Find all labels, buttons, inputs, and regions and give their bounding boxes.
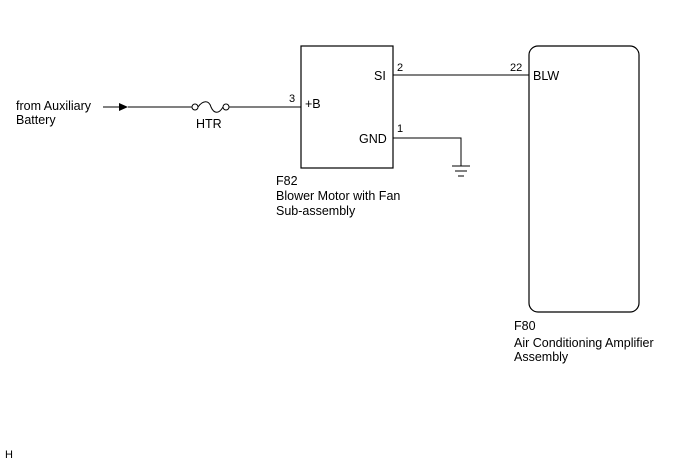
pin-number-3: 3	[289, 93, 295, 105]
blower-motor-box	[300, 45, 394, 169]
ground-wire	[393, 137, 462, 166]
blower-motor-name-line2: Sub-assembly	[276, 204, 356, 218]
pin-label-blw: BLW	[533, 69, 559, 83]
pin-number-1: 1	[397, 123, 403, 135]
blower-motor-name-line1: Blower Motor with Fan	[276, 189, 400, 203]
blower-motor-code: F82	[276, 174, 298, 188]
ac-amplifier-code: F80	[514, 319, 536, 333]
ac-amplifier-name-line2: Assembly	[514, 350, 569, 364]
fuse-icon	[191, 101, 230, 113]
pin-number-22: 22	[510, 62, 522, 74]
ac-amplifier-name-line1: Air Conditioning Amplifier	[514, 336, 654, 350]
page-marker: H	[5, 449, 13, 461]
fuse-label: HTR	[196, 117, 222, 131]
source-label-line1: from Auxiliary	[16, 99, 92, 113]
pin-label-gnd: GND	[359, 132, 387, 146]
ac-amplifier-box	[528, 45, 640, 313]
ground-icon	[452, 165, 470, 177]
source-label-line2: Battery	[16, 113, 56, 127]
pin-number-2: 2	[397, 62, 403, 74]
source-arrow-icon	[103, 103, 128, 111]
pin-label-bplus: +B	[305, 97, 321, 111]
pin-label-si: SI	[374, 69, 386, 83]
